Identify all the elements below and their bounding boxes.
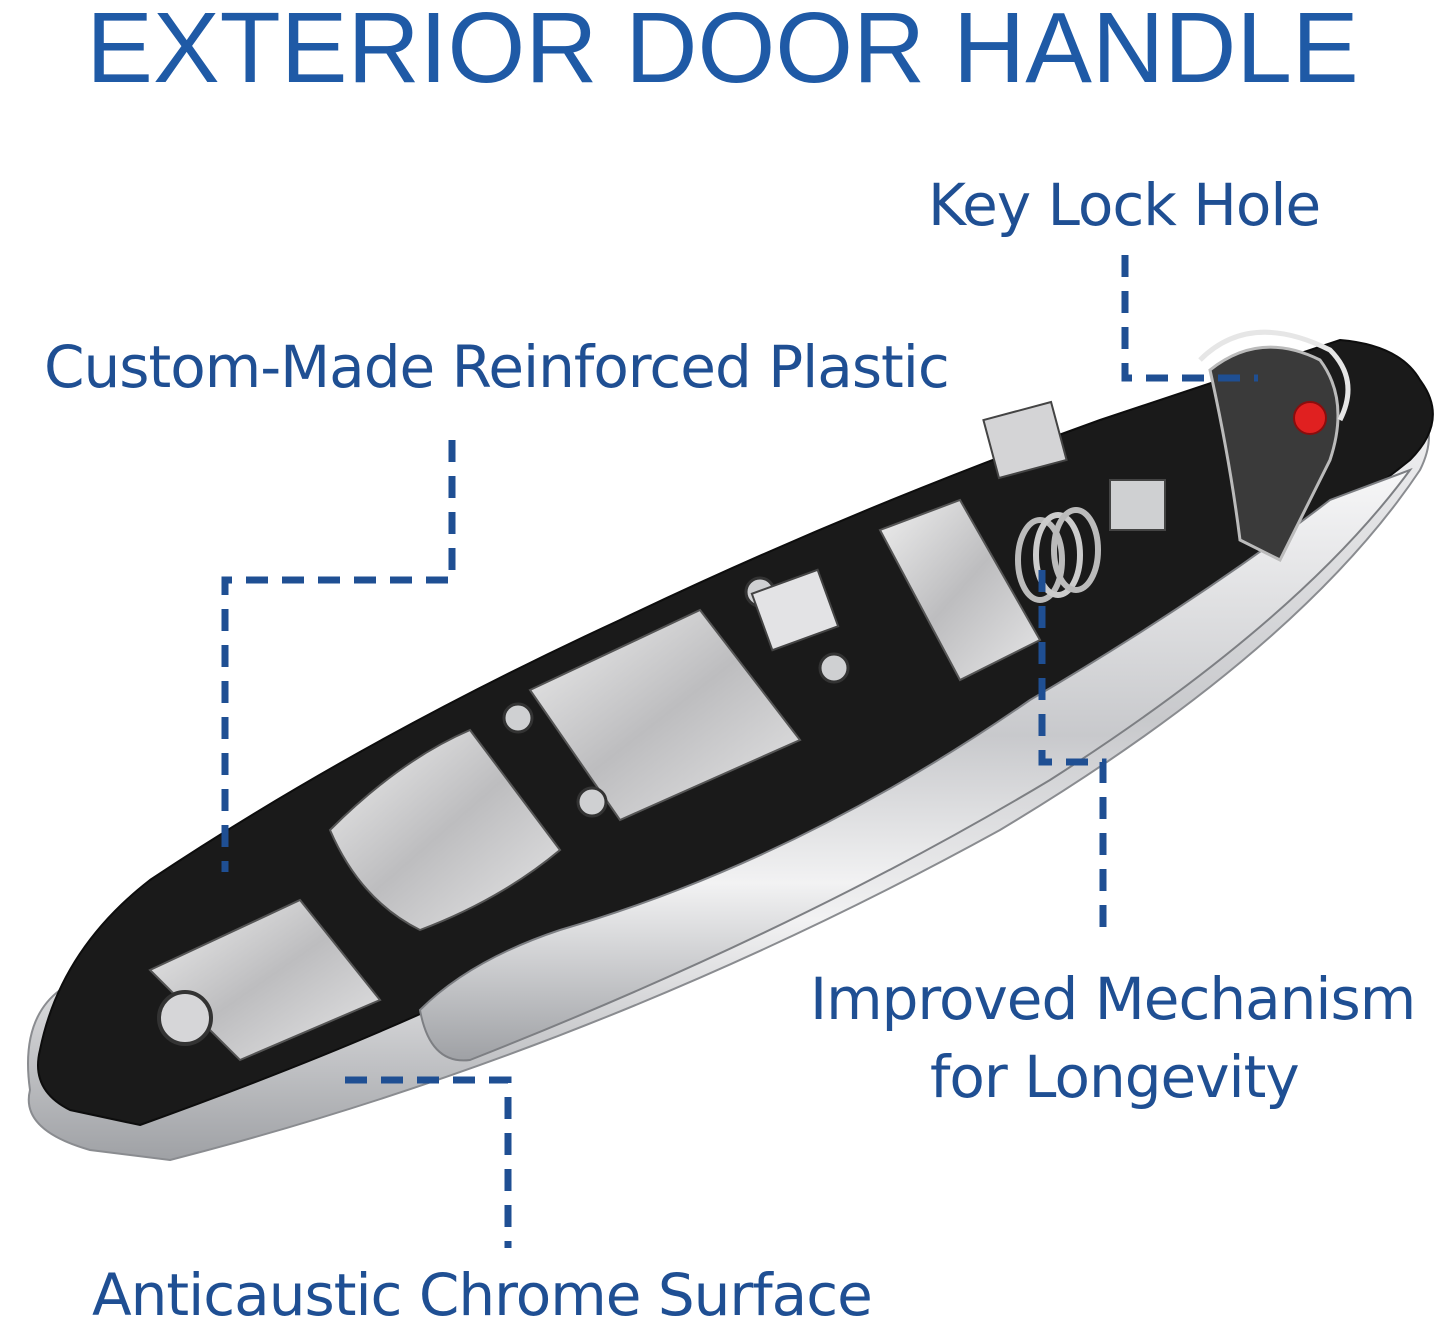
chrome-label: Anticaustic Chrome Surface <box>92 1261 873 1329</box>
handle-image <box>27 329 1434 1162</box>
leader-lines <box>221 255 1258 1248</box>
inner-plate-left <box>328 728 562 932</box>
mechanism-leader <box>1038 570 1107 940</box>
chrome-leader <box>345 1076 512 1248</box>
screw <box>576 786 608 818</box>
plastic-leader <box>221 440 456 872</box>
spring-mechanism <box>750 400 1166 652</box>
plastic-label: Custom-Made Reinforced Plastic <box>44 333 950 401</box>
screw <box>502 702 534 734</box>
screw <box>818 652 850 684</box>
inner-plate-center <box>528 608 802 822</box>
key-lock-hole-label: Key Lock Hole <box>928 171 1321 239</box>
inner-plate-right <box>878 498 1042 682</box>
key-lock-cylinder <box>1198 329 1351 563</box>
chrome-lever <box>418 467 1413 1062</box>
page-title: EXTERIOR DOOR HANDLE <box>86 0 1359 104</box>
mechanism-label-line1: Improved Mechanism <box>810 965 1416 1033</box>
key-lock-leader <box>1121 255 1258 382</box>
mechanism-label-line2: for Longevity <box>930 1043 1300 1111</box>
screw <box>157 990 213 1046</box>
